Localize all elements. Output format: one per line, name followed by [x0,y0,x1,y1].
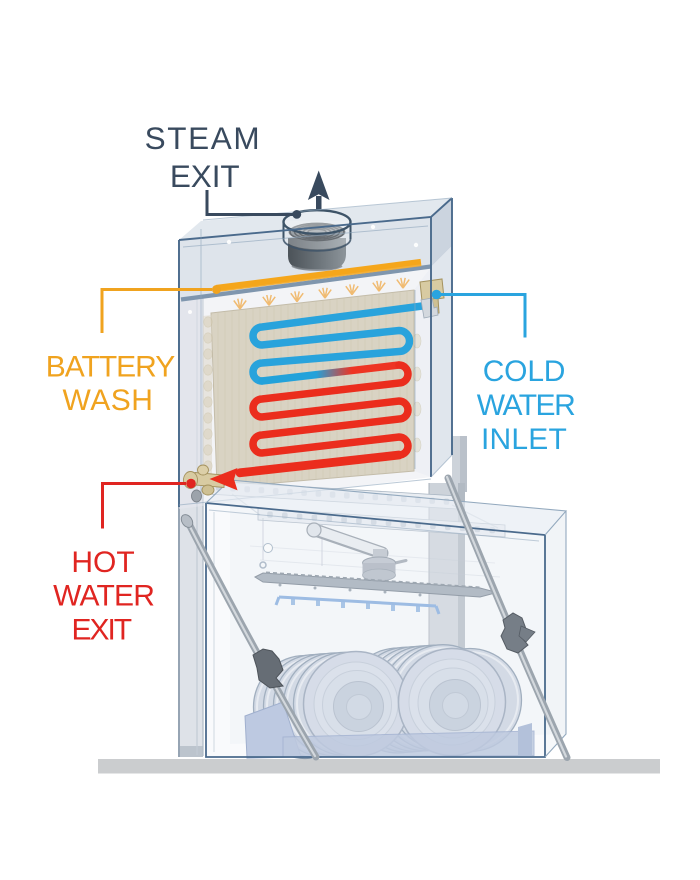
svg-text:STEAM: STEAM [145,120,262,156]
svg-text:INLET: INLET [481,423,567,456]
svg-text:WASH: WASH [63,384,154,417]
svg-text:COLD: COLD [483,355,566,388]
svg-text:EXIT: EXIT [170,158,240,194]
svg-text:EXIT: EXIT [71,614,131,647]
svg-text:WATER: WATER [53,580,154,613]
svg-text:WATER: WATER [477,389,575,422]
svg-text:HOT: HOT [71,546,134,579]
svg-text:BATTERY: BATTERY [46,351,176,384]
